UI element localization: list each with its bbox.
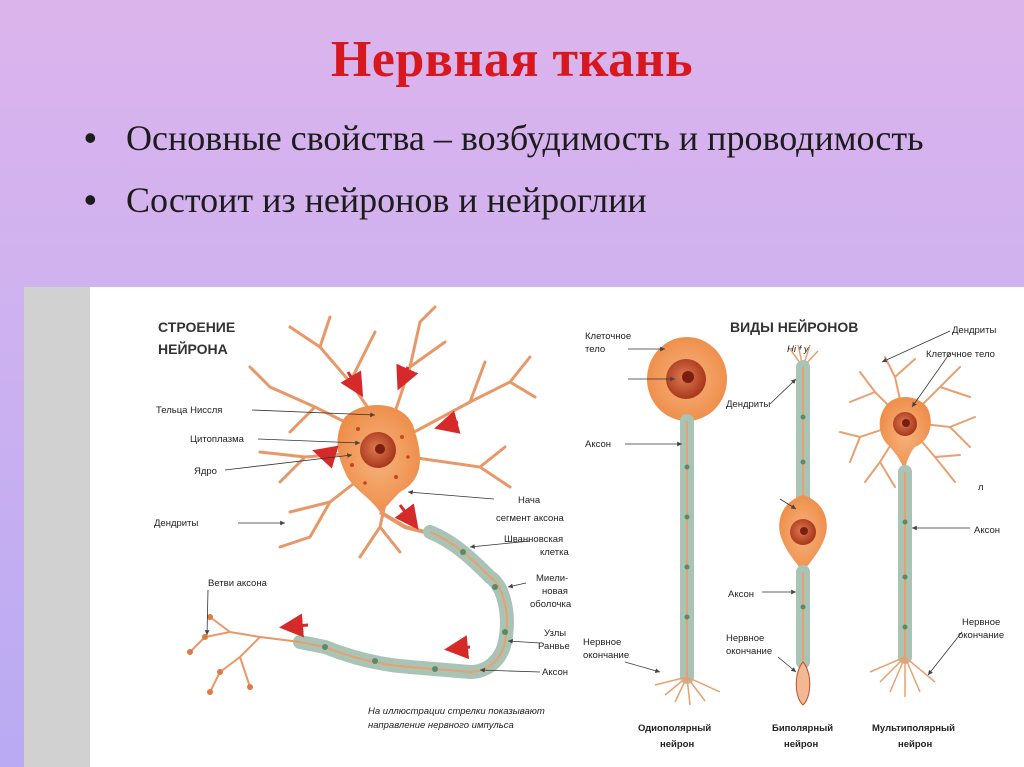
label-nerve-ending-bipolar-line-1: Нервное [726,633,764,644]
bullet-item: • Основные свойства – возбудимость и пров… [82,112,982,164]
nucleolus [375,444,385,454]
label-nissl-bodies: Тельца Ниссля [156,405,222,416]
neuron-structure-illustration: СТРОЕНИЕ НЕЙРОНА Тельца Ниссля Цитоплазм… [154,305,572,731]
bullet-item: • Состоит из нейронов и нейроглии [82,174,982,226]
structure-caption-line-1: На иллюстрации стрелки показывают [368,706,545,717]
label-cell-body-line-2: тело [585,344,605,355]
caption-bipolar-line-1: Биполярный [772,723,833,734]
label-pointer-lines [204,409,541,673]
bullet-list: • Основные свойства – возбудимость и пров… [82,112,982,236]
label-nerve-ending-bipolar-line-2: окончание [726,646,772,657]
label-initial-segment-line-1: Нача [518,495,541,506]
impulse-arrows [279,363,471,660]
bipolar-neuron [779,344,827,706]
label-myelin-line-2: новая [542,586,568,597]
label-cell-body-line-1: Клеточное [585,331,631,342]
myelinated-axon [293,525,514,680]
label-axon-multipolar: Аксон [974,525,1000,536]
label-nerve-ending-unipolar-line-1: Нервное [583,637,621,648]
label-dendrites: Дендриты [154,518,198,529]
axon-core [299,531,508,674]
label-axon-bipolar: Аксон [728,589,754,600]
label-axon-branches: Ветви аксона [208,578,268,589]
axon-terminal-branches [189,616,301,693]
caption-unipolar-line-2: нейрон [660,739,694,750]
types-title: ВИДЫ НЕЙРОНОВ [730,318,858,335]
structure-title-line-1: СТРОЕНИЕ [158,319,235,335]
label-nerve-ending-multipolar-line-1: Нервное [962,617,1000,628]
bullet-text: Основные свойства – возбудимость и прово… [126,118,924,158]
neuron-figure: СТРОЕНИЕ НЕЙРОНА Тельца Ниссля Цитоплазм… [90,287,1024,767]
nissl-bodies [350,427,410,485]
axon-hillock [378,510,432,539]
label-ranvier-line-1: Узлы [544,628,566,639]
axon-terminal-knobs [187,614,253,695]
label-cytoplasm: Цитоплазма [190,434,245,445]
label-nerve-ending-multipolar-line-2: окончание [958,630,1004,641]
label-dendrites-bipolar: Дендриты [726,399,770,410]
label-axon-unipolar: Аксон [585,439,611,450]
caption-multipolar-line-1: Мультиполярный [872,723,955,734]
label-dendrites-multipolar: Дендриты [952,325,996,336]
label-axon: Аксон [542,667,568,678]
caption-multipolar-line-2: нейрон [898,739,932,750]
label-nucleus: Ядро [194,466,217,477]
label-myelin-line-3: оболочка [530,599,572,610]
caption-bipolar-line-2: нейрон [784,739,818,750]
types-pointer-lines [624,330,970,676]
neuron-types-illustration: ВИДЫ НЕЙРОНОВ Hi f y [583,318,1004,750]
bullet-dot-icon: • [84,117,97,158]
label-schwann-line-1: Шванновская [504,534,563,545]
multipolar-neuron [839,356,976,697]
types-stray-mark-2: л [978,482,984,493]
structure-caption-line-2: направление нервного импульса [368,720,514,731]
label-nerve-ending-unipolar-line-2: окончание [583,650,629,661]
caption-unipolar-line-1: Одиополярный [638,723,711,734]
unipolar-neuron [647,337,727,706]
label-schwann-line-2: клетка [540,547,569,558]
label-initial-segment-line-2: сегмент аксона [496,513,564,524]
ranvier-nodes [322,549,508,672]
label-cell-body-multipolar: Клеточное тело [926,349,995,360]
structure-title-line-2: НЕЙРОНА [158,340,228,357]
bullet-dot-icon: • [84,179,97,220]
neuron-diagram-svg: СТРОЕНИЕ НЕЙРОНА Тельца Ниссля Цитоплазм… [154,305,1004,750]
bullet-text: Состоит из нейронов и нейроглии [126,180,647,220]
label-ranvier-line-2: Ранвье [538,641,570,652]
slide-title: Нервная ткань [330,31,694,88]
label-myelin-line-1: Миели- [536,573,568,584]
